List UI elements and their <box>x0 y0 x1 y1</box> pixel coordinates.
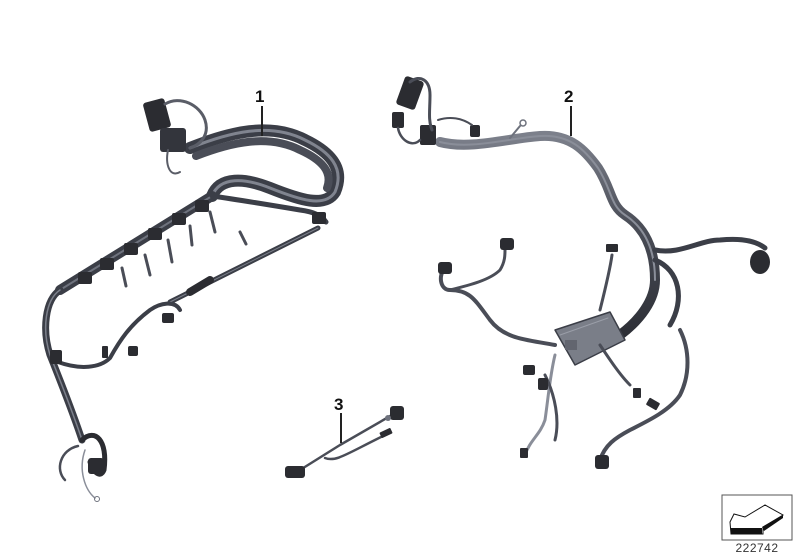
harness-2 <box>392 76 770 469</box>
callout-2[interactable]: 2 <box>564 87 574 106</box>
harness-1 <box>42 98 345 502</box>
callout-1-leader <box>261 106 263 136</box>
callout-1[interactable]: 1 <box>255 87 265 106</box>
diagram-reference-number: 222742 <box>735 541 779 555</box>
callout-2-leader <box>570 106 572 136</box>
callout-3[interactable]: 3 <box>334 395 344 414</box>
harness-3 <box>285 406 404 478</box>
callout-3-leader <box>340 413 342 443</box>
arrow-down-left-icon <box>721 494 793 541</box>
